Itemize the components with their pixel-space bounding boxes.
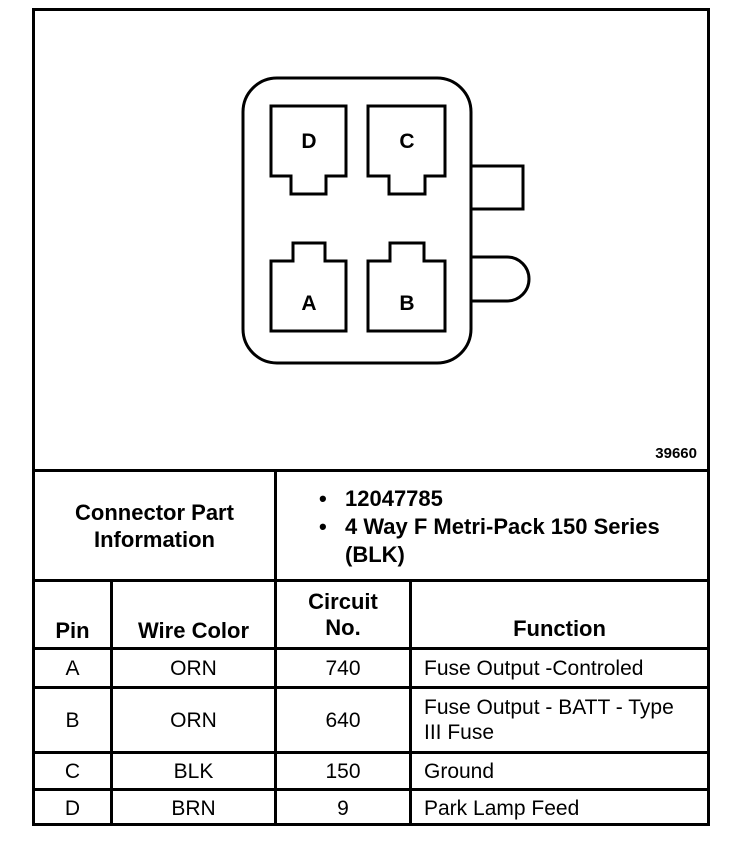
cell-circuit-no: 9	[337, 797, 349, 820]
cell-function: Park Lamp Feed	[424, 797, 580, 820]
cavity-b-label: B	[399, 292, 414, 315]
figure-number: 39660	[655, 445, 697, 462]
connector-drawing: D C A B	[241, 76, 531, 365]
divider-line	[409, 582, 412, 826]
cell-function: Fuse Output -Controled	[424, 656, 644, 680]
cell-pin: A	[65, 656, 80, 680]
cell-circuit-no: 640	[325, 708, 361, 732]
cell-wire-color: ORN	[170, 656, 217, 680]
cell-pin: C	[64, 759, 81, 783]
divider-line	[110, 582, 113, 826]
list-item: •12047785	[319, 486, 443, 511]
cavity-c-outline	[366, 104, 447, 196]
cell-pin: D	[64, 797, 81, 820]
cell-wire-color: ORN	[170, 708, 217, 732]
cell-wire-color: BLK	[173, 759, 214, 783]
cavity-d-label: D	[301, 130, 316, 153]
connector-lock-bump	[467, 255, 531, 303]
part-number: 12047785	[345, 486, 443, 511]
cavity-a-outline	[269, 241, 348, 333]
header-circuit-no: Circuit No.	[308, 589, 378, 640]
connector-part-info-list: •12047785 •4 Way F Metri-Pack 150 Series…	[315, 485, 705, 569]
connector-part-info-label: Connector Part Information	[75, 499, 234, 552]
cavity-d-outline	[269, 104, 348, 196]
connector-type: 4 Way F Metri-Pack 150 Series (BLK)	[345, 514, 660, 567]
cell-pin: B	[65, 708, 80, 732]
divider-line	[35, 686, 707, 689]
header-function: Function	[513, 616, 606, 641]
cell-circuit-no: 150	[325, 759, 361, 783]
cell-circuit-no: 740	[325, 656, 361, 680]
header-pin: Pin	[55, 618, 90, 643]
cell-function: Fuse Output - BATT - Type III Fuse	[424, 696, 674, 744]
divider-line	[35, 788, 707, 791]
divider-line	[274, 472, 277, 579]
connector-diagram-frame: D C A B 39660 Connector Part Information…	[32, 8, 710, 826]
list-item: •4 Way F Metri-Pack 150 Series (BLK)	[315, 513, 705, 569]
divider-line	[35, 751, 707, 754]
divider-line	[35, 579, 707, 582]
divider-line	[35, 647, 707, 650]
connector-face-view: D C A B 39660	[35, 11, 707, 471]
connector-latch-tab	[467, 164, 525, 211]
cavity-c-label: C	[399, 130, 414, 153]
cavity-b-outline	[366, 241, 447, 333]
cavity-a-label: A	[301, 292, 316, 315]
divider-line	[274, 582, 277, 826]
header-wire-color: Wire Color	[137, 618, 250, 643]
cell-wire-color: BRN	[171, 797, 216, 820]
divider-line	[35, 469, 707, 472]
cell-function: Ground	[424, 759, 495, 783]
